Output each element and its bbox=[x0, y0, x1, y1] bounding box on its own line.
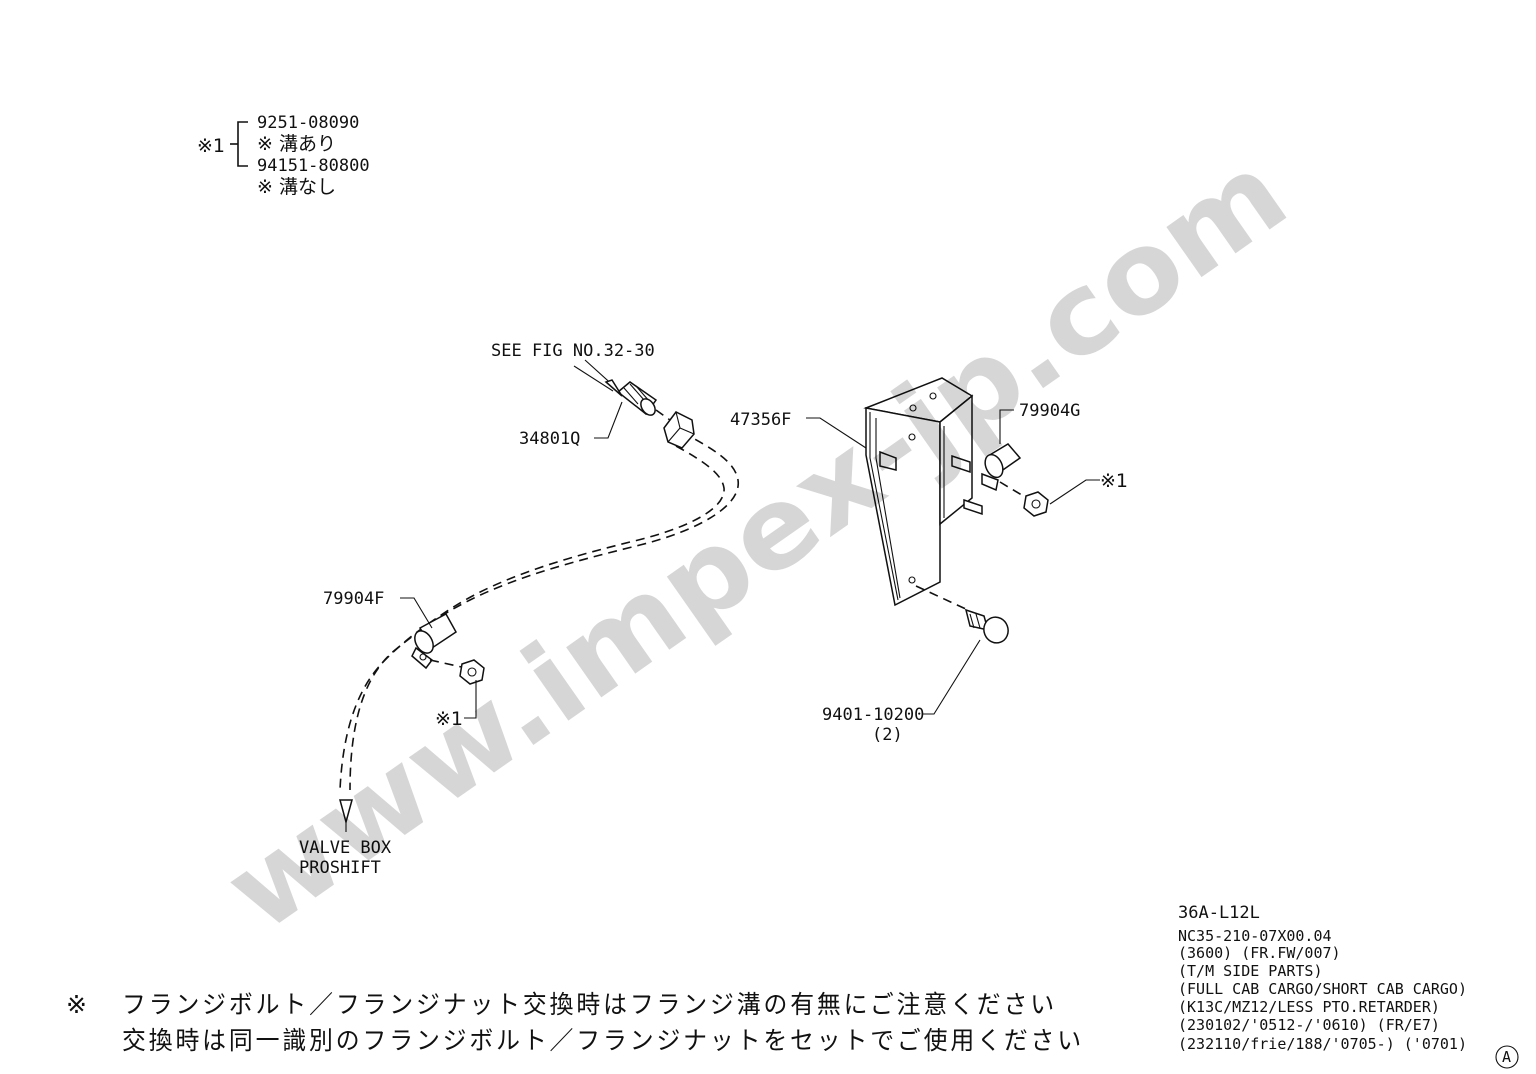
bolt-9401-10200-part bbox=[915, 585, 1009, 644]
footnote-mark: ※ bbox=[66, 990, 90, 1019]
nut-right-part bbox=[999, 481, 1049, 517]
part-label-9401-10200: 9401-10200 bbox=[822, 705, 924, 725]
info-line: (FULL CAB CARGO/SHORT CAB CARGO) bbox=[1178, 980, 1467, 998]
revision-mark: A bbox=[1502, 1048, 1511, 1066]
info-line: (T/M SIDE PARTS) bbox=[1178, 962, 1323, 980]
info-line: (232110/frie/188/'0705-) ('0701) bbox=[1178, 1035, 1467, 1053]
leader-lines bbox=[400, 401, 1100, 719]
clip-79904f-part bbox=[411, 612, 457, 670]
fitting-34801q-part bbox=[616, 381, 671, 421]
valve-box-label: VALVE BOX bbox=[299, 838, 392, 858]
clip-79904g-part bbox=[981, 443, 1022, 492]
info-block: 36A-L12L NC35-210-07X00.04 (3600) (FR.FW… bbox=[1178, 903, 1519, 1069]
part-label-79904g: 79904G bbox=[1019, 401, 1080, 421]
valve-box-arrow bbox=[339, 799, 353, 832]
part-label-nut-right: ※1 bbox=[1100, 470, 1128, 492]
footnote-line-2: 交換時は同一識別のフランジボルト／フランジナットをセットでご使用ください bbox=[122, 1026, 1084, 1055]
part-label-79904f: 79904F bbox=[323, 589, 384, 609]
legend-item2-note: ※ 溝なし bbox=[257, 176, 336, 198]
legend-bracket bbox=[237, 121, 248, 167]
footnote: ※ フランジボルト／フランジナット交換時はフランジ溝の有無にご注意ください 交換… bbox=[66, 990, 1084, 1055]
control-cable bbox=[339, 431, 739, 791]
proshift-label: PROSHIFT bbox=[299, 858, 381, 878]
footnote-line-1: フランジボルト／フランジナット交換時はフランジ溝の有無にご注意ください bbox=[122, 990, 1057, 1019]
nut-left-part bbox=[429, 659, 485, 685]
see-fig-label: SEE FIG NO.32-30 bbox=[491, 341, 655, 361]
info-line: (3600) (FR.FW/007) bbox=[1178, 944, 1341, 962]
part-label-34801q: 34801Q bbox=[519, 429, 580, 449]
info-line: (K13C/MZ12/LESS PTO.RETARDER) bbox=[1178, 998, 1440, 1016]
info-line: (230102/'0512-/'0610) (FR/E7) bbox=[1178, 1016, 1440, 1034]
legend: ※1 9251-08090 ※ 溝あり 94151-80800 ※ 溝なし bbox=[197, 113, 370, 198]
revision-circle bbox=[1495, 1045, 1519, 1069]
watermark: www.impex-jp.com bbox=[203, 128, 1310, 957]
model-code: 36A-L12L bbox=[1178, 903, 1260, 923]
info-line: NC35-210-07X00.04 bbox=[1178, 927, 1332, 945]
legend-item1-part: 9251-08090 bbox=[257, 113, 359, 133]
legend-item2-part: 94151-80800 bbox=[257, 156, 370, 176]
cable-end-fitting bbox=[663, 411, 695, 449]
bracket-47356f-part bbox=[863, 377, 983, 607]
part-label-47356f: 47356F bbox=[730, 410, 791, 430]
part-label-bolt-qty: (2) bbox=[872, 725, 903, 745]
legend-mark: ※1 bbox=[197, 135, 225, 157]
legend-item1-note: ※ 溝あり bbox=[257, 133, 336, 155]
see-fig-arrow bbox=[573, 359, 623, 397]
part-label-nut-left: ※1 bbox=[435, 708, 463, 730]
